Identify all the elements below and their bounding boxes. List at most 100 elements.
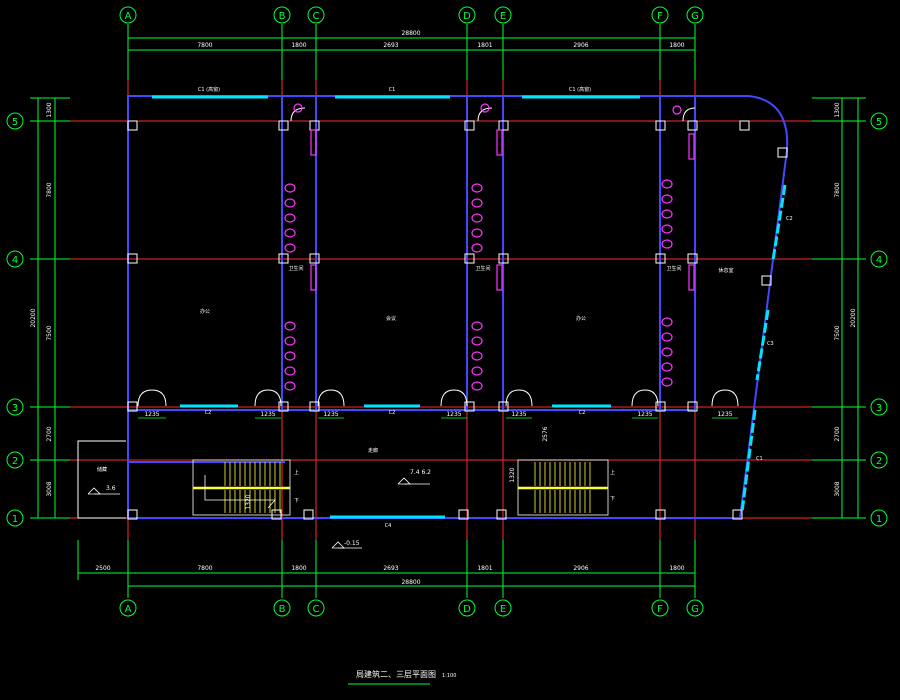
axis-bubble-bottom-G: G [686, 599, 704, 617]
door-width-text: 1235 [144, 411, 159, 418]
dim-bottom-span: 2693 [383, 565, 398, 572]
window-label: C1 [389, 87, 396, 93]
dim-left-span: 1300 [46, 102, 53, 117]
axis-label: A [125, 11, 132, 22]
dim-bottom-span: 1800 [669, 565, 684, 572]
dim-top-span: 7800 [197, 42, 212, 49]
stair-label: 下 [610, 496, 615, 502]
room-label: 休息室 [718, 267, 733, 274]
door-swing [137, 389, 167, 407]
axis-label: 3 [12, 403, 18, 414]
door-swing [711, 389, 739, 407]
drawing-title-block: 局建筑二、三层平面图 1:100 [348, 669, 456, 685]
stair-dim-text: 1320 [245, 494, 252, 509]
room-label: 卫生间 [666, 265, 681, 272]
axis-bubble-bottom-C: C [307, 599, 325, 617]
room-label: 储藏 [97, 466, 107, 473]
axis-bubble-left-4: 4 [6, 250, 24, 268]
axis-bubble-bottom-E: E [494, 599, 512, 617]
door-swing [254, 389, 282, 407]
axis-label: 2 [12, 456, 18, 467]
axis-bubble-top-D: D [458, 6, 476, 24]
axis-label: G [691, 604, 699, 615]
axis-label: F [657, 604, 663, 615]
axis-bubble-right-1: 1 [870, 509, 888, 527]
toilet-bank [471, 103, 503, 391]
stair-label: 下 [294, 498, 299, 504]
window-label: C2 [205, 410, 212, 416]
window-label: C1 [756, 456, 763, 462]
window-label: C4 [385, 523, 392, 529]
dim-right-span: 2700 [834, 426, 841, 441]
axis-bubble-bottom-B: B [273, 599, 291, 617]
room-label: 办公 [200, 308, 210, 315]
axis-bubble-bottom-D: D [458, 599, 476, 617]
room-label: 卫生间 [288, 265, 303, 272]
dim-bottom-span: 2500 [95, 565, 110, 572]
axis-bubble-top-A: A [119, 6, 137, 24]
window-label: C2 [579, 410, 586, 416]
elevation-text: 7.4 6.2 [410, 469, 431, 476]
dim-top-span: 1801 [477, 42, 492, 49]
drawing-scale: 1:100 [442, 673, 456, 679]
room-label: 办公 [576, 315, 586, 322]
dim-bottom-span: 7800 [197, 565, 212, 572]
axis-bubble-right-3: 3 [870, 398, 888, 416]
axis-label: D [463, 604, 471, 615]
axis-bubble-left-1: 1 [6, 509, 24, 527]
window-label: C2 [389, 410, 396, 416]
dim-bottom-span: 2906 [573, 565, 588, 572]
stair-label: 上 [610, 469, 615, 476]
toilet-bank [661, 105, 695, 387]
stair-dim-text: 1320 [509, 467, 516, 482]
axis-bubble-top-B: B [273, 6, 291, 24]
axis-bubble-top-E: E [494, 6, 512, 24]
door-swing [290, 107, 306, 122]
door-width-text: 1235 [511, 411, 526, 418]
dim-right-overall: 20200 [850, 308, 857, 327]
axis-label: E [500, 604, 506, 615]
room-labels: C1 (高窗) C1 C1 (高窗) C2 C3 办公 会议 办公 休息室 卫生… [97, 86, 793, 529]
windows [152, 95, 787, 519]
room-label: 会议 [386, 315, 396, 322]
dim-left-overall: 20200 [30, 308, 37, 327]
axis-label: C [313, 11, 320, 22]
drawing-title: 局建筑二、三层平面图 [356, 669, 436, 679]
stair-dims: 1320 1320 [245, 467, 516, 509]
axis-bubbles: A B C D E F G A B C D E F G 5 4 3 2 1 5 … [6, 6, 888, 617]
axis-label: B [279, 11, 286, 22]
axis-bubble-top-G: G [686, 6, 704, 24]
small-dim-text: 2576 [542, 426, 549, 441]
dim-overall-top: 28800 [401, 30, 420, 37]
door-width-text: 1235 [260, 411, 275, 418]
elevation-marks [87, 477, 430, 549]
elevation-texts: 3.6 7.4 6.2 -0.15 [106, 469, 431, 547]
axis-label: D [463, 11, 471, 22]
doors [137, 107, 739, 407]
axis-bubble-right-2: 2 [870, 451, 888, 469]
axis-bubble-bottom-F: F [651, 599, 669, 617]
door-swing [477, 107, 493, 122]
stair-label: 上 [294, 469, 299, 476]
axis-label: 4 [876, 255, 882, 266]
window-label: C1 (高窗) [569, 86, 591, 93]
room-label: 走廊 [368, 447, 378, 454]
dim-right-span: 7500 [834, 325, 841, 340]
window-label: C2 [786, 216, 793, 222]
window-side [755, 309, 770, 381]
door-dims: 1235 1235 1235 1235 1235 1235 1235 2576 [138, 411, 738, 442]
door-swing [440, 389, 468, 407]
axis-bubble-left-5: 5 [6, 112, 24, 130]
axis-bubble-top-F: F [651, 6, 669, 24]
dimension-lines [30, 24, 866, 598]
dim-left-span: 3008 [46, 481, 53, 496]
dim-top-span: 2906 [573, 42, 588, 49]
door-swing [631, 389, 659, 407]
window-label: C3 [767, 341, 774, 347]
door-width-text: 1235 [323, 411, 338, 418]
elevation-text: -0.15 [344, 540, 360, 547]
axis-label: 5 [876, 117, 882, 128]
toilet-fixtures [284, 103, 695, 391]
axis-label: 2 [876, 456, 882, 467]
dim-overall-bottom: 28800 [401, 579, 420, 586]
